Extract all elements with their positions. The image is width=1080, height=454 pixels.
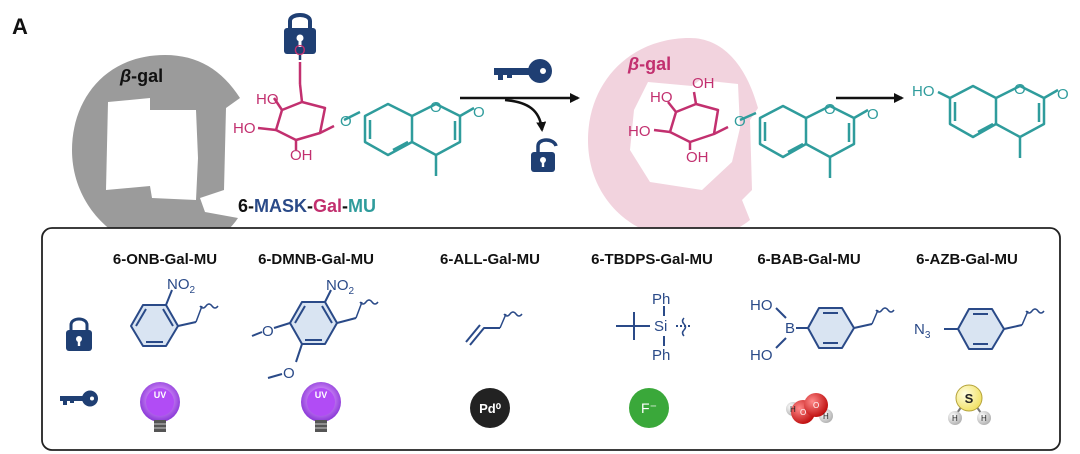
tbdps-ph-bottom: Ph	[652, 347, 670, 364]
svg-text:HO: HO	[912, 83, 935, 100]
svg-text:O: O	[1014, 81, 1026, 98]
pd-reagent-icon	[470, 388, 510, 428]
group-name-dmnb: 6-DMNB-Gal-MU	[258, 251, 374, 268]
product-mu-molecule	[937, 84, 1059, 158]
uv-label-1: UV	[154, 390, 167, 400]
unmasked-substrate-molecule	[653, 91, 869, 178]
onb-no2-label: NO2	[167, 276, 196, 296]
enzyme-label-gray: β-gal	[119, 66, 163, 86]
panel-letter: A	[12, 14, 28, 39]
masked-substrate-molecule	[257, 55, 475, 176]
svg-text:O: O	[867, 106, 879, 123]
lock-icon	[284, 13, 316, 54]
enzyme-label-pink: β-gal	[627, 54, 671, 74]
key-icon-row	[60, 390, 98, 407]
h2o2-o-left: O	[800, 408, 806, 417]
svg-text:OH: OH	[692, 75, 715, 92]
tbdps-structure	[616, 306, 690, 346]
dmnb-structure	[251, 289, 379, 379]
svg-text:HO: HO	[628, 123, 651, 140]
dmnb-o-label-2: O	[283, 365, 295, 382]
fluoride-reagent-label: F⁻	[641, 400, 657, 416]
svg-text:O: O	[734, 113, 746, 130]
svg-text:OH: OH	[686, 149, 709, 166]
dmnb-o-label-1: O	[262, 323, 274, 340]
svg-text:HO: HO	[256, 91, 279, 108]
svg-text:O: O	[294, 42, 306, 59]
svg-text:HO: HO	[650, 89, 673, 106]
masked-substrate-atoms: O HO HO OH O O O	[233, 42, 485, 164]
pd-reagent-label: Pd⁰	[479, 401, 502, 416]
protecting-group-panel	[41, 227, 1061, 451]
svg-text:HO: HO	[233, 120, 256, 137]
h2s-h-right: H	[981, 414, 987, 423]
pink-enzyme	[588, 38, 758, 240]
group-name-tbdps: 6-TBDPS-Gal-MU	[591, 251, 713, 268]
h2o2-molecule-icon	[786, 393, 833, 424]
product-mu-atoms: HO O O	[912, 81, 1069, 103]
group-name-all: 6-ALL-Gal-MU	[440, 251, 540, 268]
svg-text:O: O	[473, 104, 485, 121]
uv-bulb-icon-1	[140, 382, 180, 432]
tbdps-ph-top: Ph	[652, 291, 670, 308]
release-arrow	[504, 98, 547, 132]
group-name-azb: 6-AZB-Gal-MU	[916, 251, 1018, 268]
onb-structure	[130, 289, 219, 347]
group-name-onb: 6-ONB-Gal-MU	[113, 251, 217, 268]
bab-structure	[775, 307, 895, 349]
group-name-bab: 6-BAB-Gal-MU	[757, 251, 860, 268]
svg-text:O: O	[430, 99, 442, 116]
h2o2-h-right: H	[823, 412, 829, 421]
h2s-s-label: S	[965, 391, 974, 406]
unmasked-substrate-atoms: OH HO HO OH O O O	[628, 75, 879, 166]
bab-ho-bottom: HO	[750, 347, 773, 364]
dmnb-no2-label: NO2	[326, 277, 355, 297]
azb-structure	[944, 308, 1045, 350]
lock-icon-row	[66, 317, 92, 351]
fluoride-reagent-icon	[629, 388, 669, 428]
compound-name: 6-MASK-Gal-MU	[238, 196, 376, 216]
h2s-molecule-icon	[948, 384, 991, 425]
gray-enzyme	[72, 55, 240, 251]
h2o2-o-right: O	[813, 401, 819, 410]
svg-text:O: O	[340, 113, 352, 130]
tbdps-si-label: Si	[654, 318, 667, 335]
bab-ho-top: HO	[750, 297, 773, 314]
key-icon-top	[494, 59, 552, 83]
uv-bulb-icon-2	[301, 382, 341, 432]
h2o2-h-left: H	[790, 405, 796, 414]
uv-label-2: UV	[315, 390, 328, 400]
bab-b-label: B	[785, 320, 795, 337]
unlock-icon	[531, 138, 558, 172]
azb-n3-label: N3	[914, 321, 931, 341]
h2s-h-left: H	[952, 414, 958, 423]
svg-text:OH: OH	[290, 147, 313, 164]
svg-text:O: O	[1057, 86, 1069, 103]
all-structure	[465, 311, 523, 346]
svg-text:O: O	[824, 101, 836, 118]
